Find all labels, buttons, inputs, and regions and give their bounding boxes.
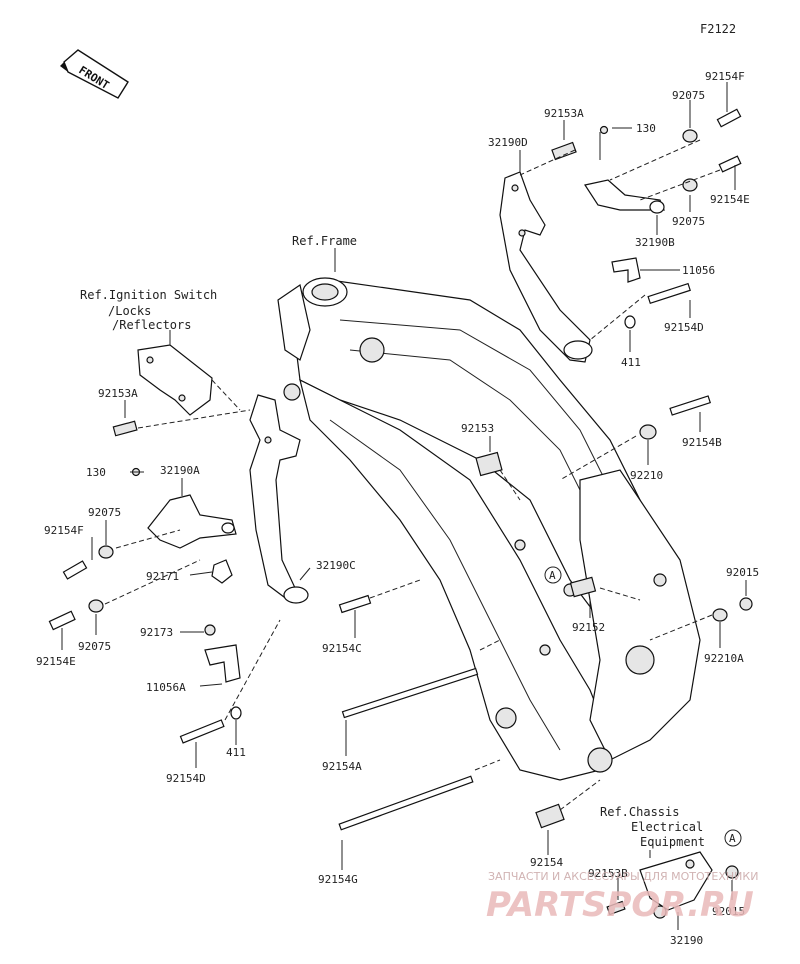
part-label-92075-left-2: 92075 <box>78 640 111 653</box>
clip-92173 <box>204 624 216 636</box>
spacer-92154 <box>535 803 565 829</box>
part-label-92075-right-1: 92075 <box>672 89 705 102</box>
bracket-32190D <box>499 171 593 363</box>
diagram-code: F2122 <box>700 22 736 36</box>
washer-411-right <box>624 315 636 329</box>
watermark: ЗАПЧАСТИ И АКСЕССУАРЫ ДЛЯ МОТОТЕХНИКИ PA… <box>486 870 758 925</box>
part-label-92154F-left: 92154F <box>44 524 84 537</box>
part-label-92154D-right: 92154D <box>664 321 704 334</box>
part-label-92152: 92152 <box>572 621 605 634</box>
part-label-32190: 32190 <box>670 934 703 947</box>
washer-92075-right-1 <box>682 129 698 143</box>
bolt-92154C <box>338 594 372 614</box>
bolt-92153B <box>606 900 626 916</box>
part-label-92015-right: 92015 <box>726 566 759 579</box>
part-label-130-right: 130 <box>636 122 656 135</box>
washer-92075-left-2 <box>88 599 104 613</box>
front-arrow-icon: FRONT <box>60 49 129 99</box>
part-label-130-left: 130 <box>86 466 106 479</box>
bracket-32190C <box>249 394 309 604</box>
part-label-92153B: 92153B <box>588 867 628 880</box>
bracket-32190 <box>639 851 713 919</box>
ref-chassis-label-2: Electrical <box>631 820 703 834</box>
marker-a-chassis-label: A <box>729 832 736 845</box>
part-label-92075-right-2: 92075 <box>672 215 705 228</box>
bolt-92154B <box>669 395 712 416</box>
part-label-92075-left-1: 92075 <box>88 506 121 519</box>
part-label-11056: 11056 <box>682 264 715 277</box>
marker-a-frame-label: A <box>549 569 556 582</box>
bolt-92154G <box>338 775 474 831</box>
clamp-92171 <box>211 559 233 584</box>
leader-lines <box>61 82 747 930</box>
plate-11056 <box>611 257 641 283</box>
bolt-92154F-left <box>62 560 88 580</box>
washer-92075-left-1 <box>98 545 114 559</box>
part-label-11056A: 11056A <box>146 681 186 694</box>
part-label-92154E-right: 92154E <box>710 193 750 206</box>
watermark-tagline: ЗАПЧАСТИ И АКСЕССУАРЫ ДЛЯ МОТОТЕХНИКИ <box>488 870 758 883</box>
part-label-92153: 92153 <box>461 422 494 435</box>
part-label-411-right: 411 <box>621 356 641 369</box>
bolt-92153A-left <box>112 420 138 437</box>
washer-411-left <box>230 706 242 720</box>
bracket-32190B <box>584 179 665 214</box>
bracket-32190A <box>147 494 237 549</box>
part-label-92210: 92210 <box>630 469 663 482</box>
screw-130-right <box>599 125 609 135</box>
bolt-92154E-left <box>48 610 76 631</box>
ignition-bracket <box>137 344 213 416</box>
part-label-92153A-left: 92153A <box>98 387 138 400</box>
nut-92015-right <box>739 597 753 611</box>
part-label-92171: 92171 <box>146 570 179 583</box>
bolt-92154F-right <box>716 108 742 128</box>
part-label-92153A-right: 92153A <box>544 107 584 120</box>
bolt-92154E-right <box>718 155 742 173</box>
part-label-32190C: 32190C <box>316 559 356 572</box>
nut-92210A <box>712 608 728 622</box>
ref-frame-label: Ref.Frame <box>292 234 357 248</box>
part-label-92154F-right: 92154F <box>705 70 745 83</box>
assembly-lines <box>104 139 721 811</box>
part-label-92154B: 92154B <box>682 436 722 449</box>
main-frame <box>277 277 701 781</box>
watermark-brand: PARTSPOR.RU <box>486 885 754 925</box>
ref-ignition-label-3: /Reflectors <box>112 318 191 332</box>
nut-92210 <box>639 424 657 440</box>
ref-ignition-label-1: Ref.Ignition Switch <box>80 288 217 302</box>
bolt-92154D-left <box>179 719 225 744</box>
bolt-92154D-right <box>647 282 691 305</box>
bolt-92154A <box>341 667 479 719</box>
washer-92075-right-2 <box>682 178 698 192</box>
part-label-92154D-left: 92154D <box>166 772 206 785</box>
ref-ignition-label-2: /Locks <box>108 304 151 318</box>
part-label-92154C: 92154C <box>322 642 362 655</box>
marker-a-frame: A <box>544 566 562 584</box>
part-label-32190B: 32190B <box>635 236 675 249</box>
bolt-92153 <box>475 451 503 477</box>
part-label-92173: 92173 <box>140 626 173 639</box>
part-label-92154A: 92154A <box>322 760 362 773</box>
nut-92015-bottom <box>725 865 739 879</box>
ref-chassis-label-1: Ref.Chassis <box>600 805 679 819</box>
part-label-411-left: 411 <box>226 746 246 759</box>
part-label-92154E-left: 92154E <box>36 655 76 668</box>
part-label-92154G: 92154G <box>318 873 358 886</box>
plate-11056A <box>204 644 241 683</box>
part-label-92015-bottom: 92015 <box>712 905 745 918</box>
ref-chassis-label-3: Equipment <box>640 835 705 849</box>
part-label-32190D: 32190D <box>488 136 528 149</box>
spacer-92152 <box>569 576 597 598</box>
part-label-92210A: 92210A <box>704 652 744 665</box>
part-label-32190A: 32190A <box>160 464 200 477</box>
part-label-92154: 92154 <box>530 856 563 869</box>
bolt-92153A-right <box>551 141 577 161</box>
marker-a-chassis: A <box>724 829 742 847</box>
